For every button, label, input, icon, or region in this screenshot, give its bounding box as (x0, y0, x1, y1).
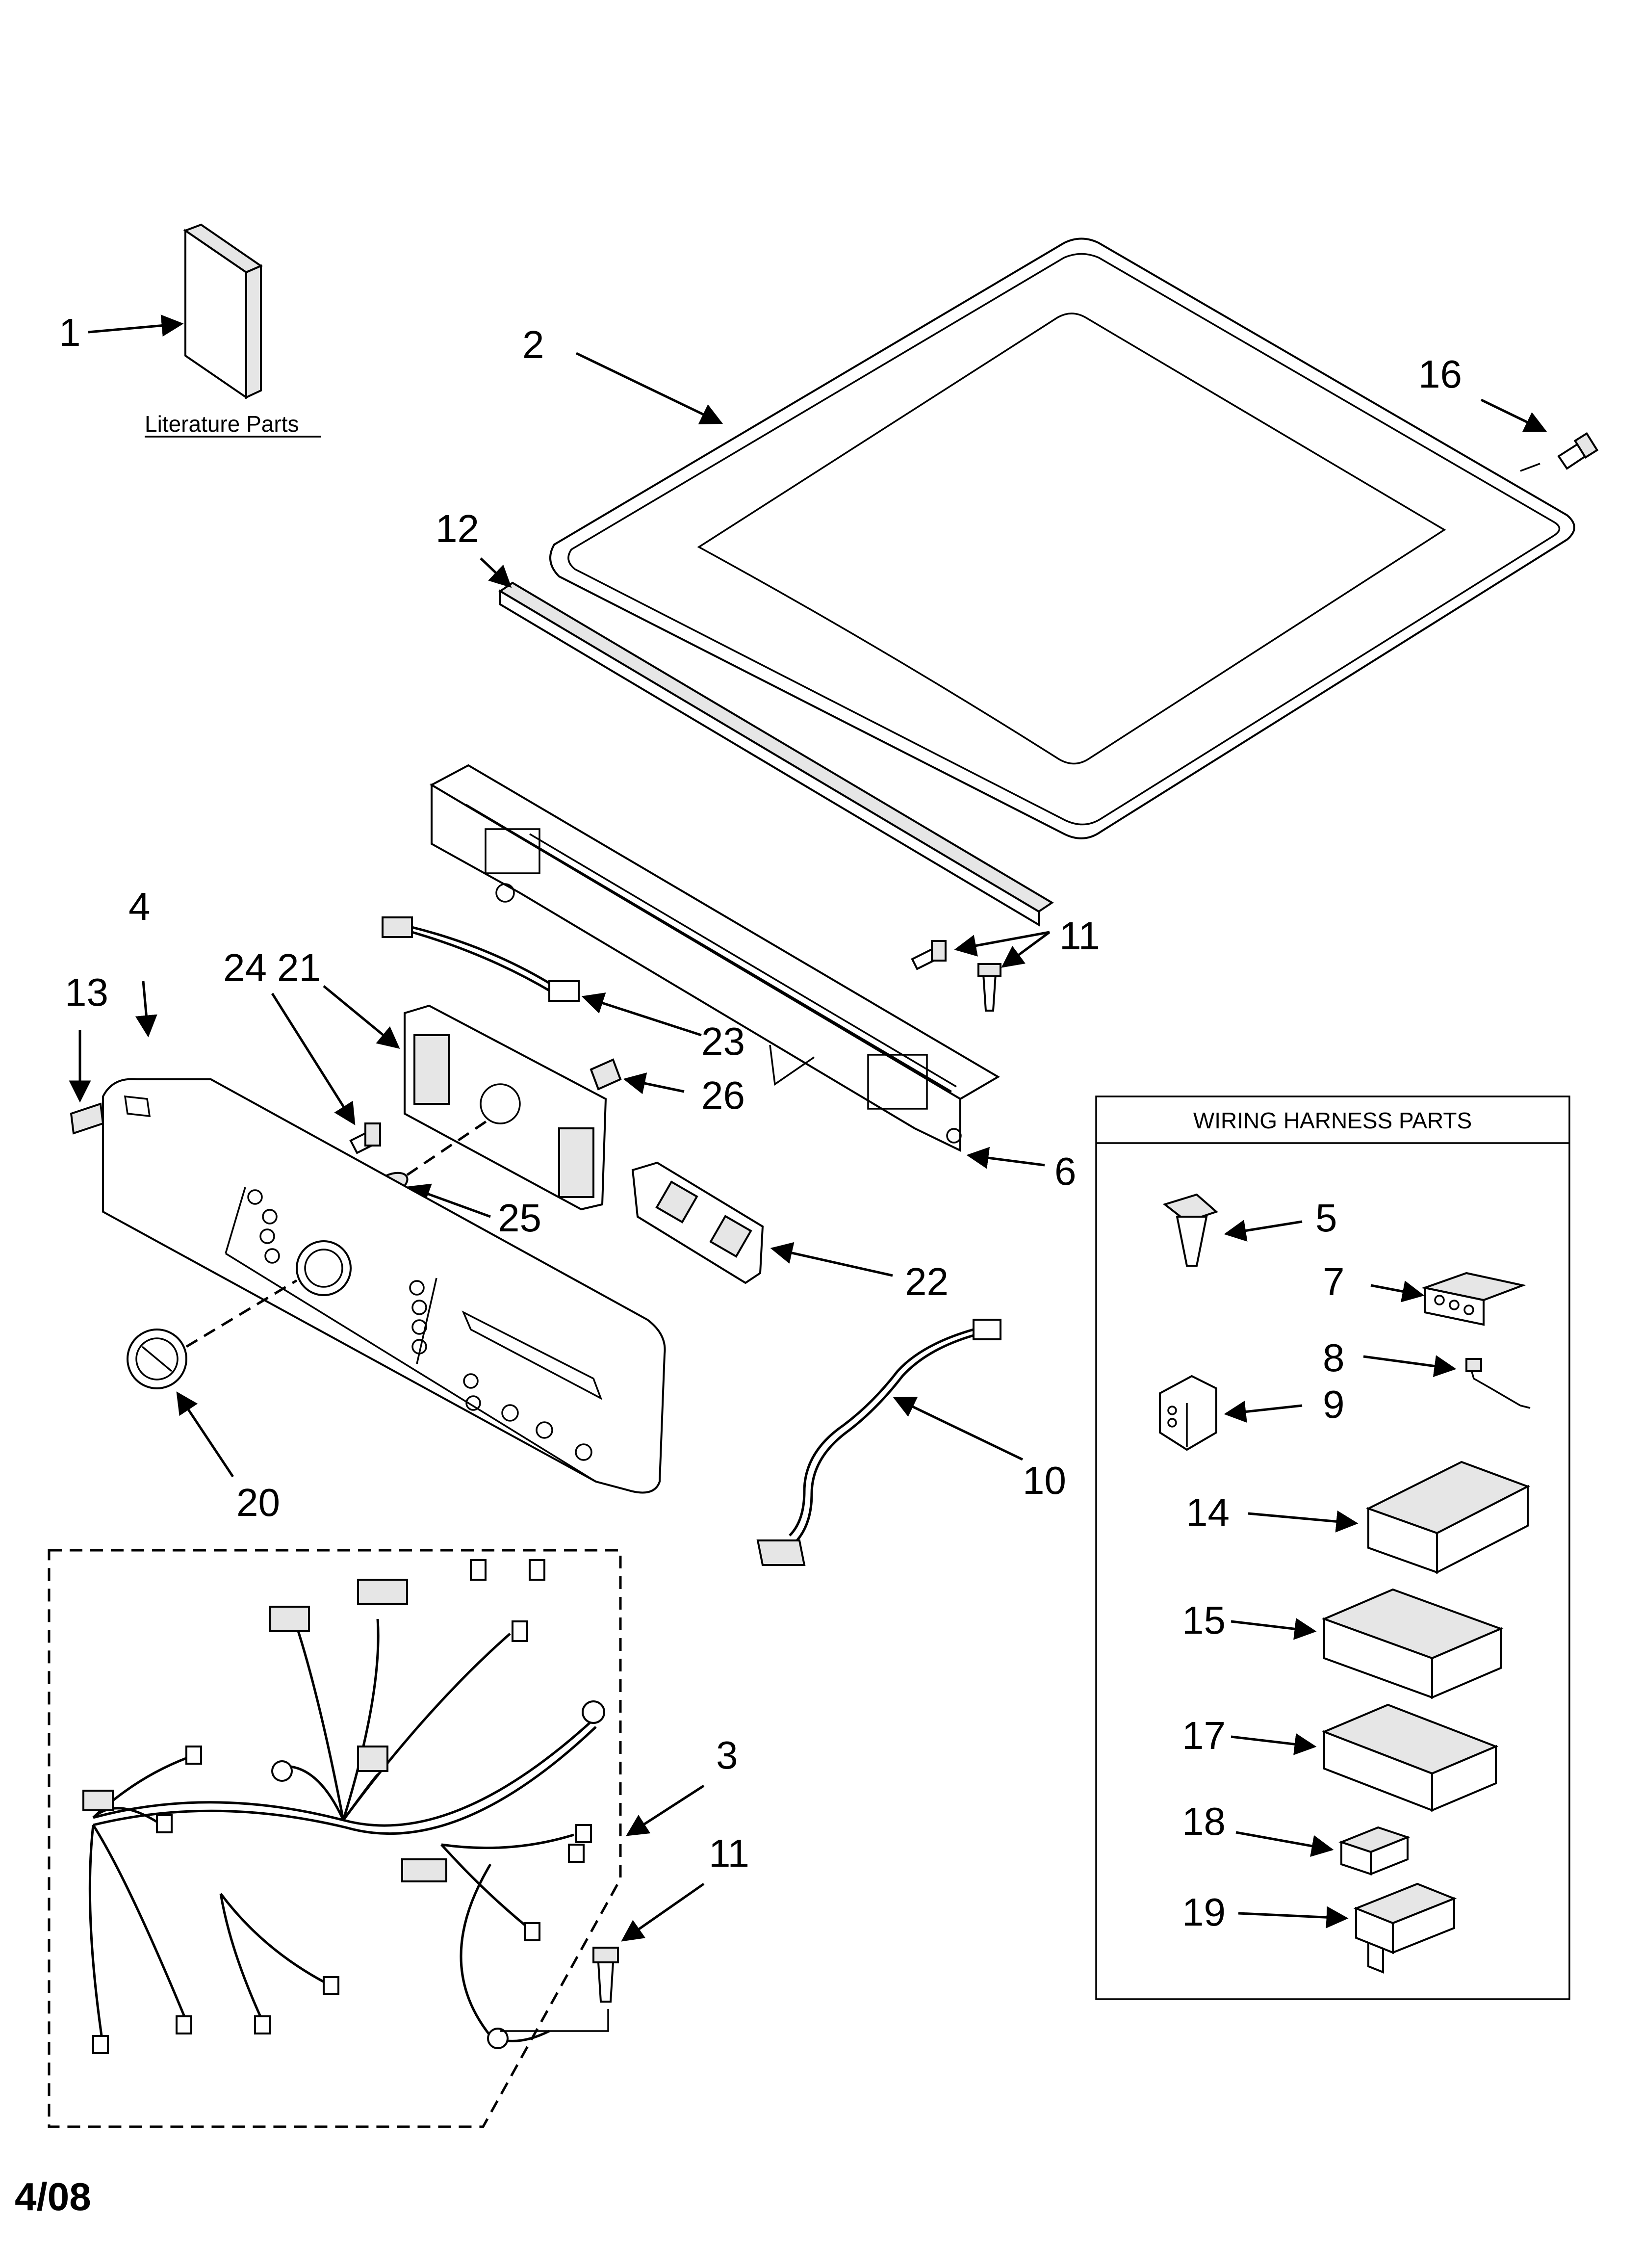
harness-icon (382, 916, 580, 1002)
leader-2 (575, 352, 723, 424)
leader-14 (1248, 1510, 1359, 1533)
main-wire-harness (48, 1549, 622, 2128)
callout-9: 9 (1323, 1382, 1345, 1426)
harness-dashed-boundary (48, 1549, 622, 2128)
leader-5 (1224, 1220, 1303, 1242)
callout-3: 3 (716, 1733, 738, 1777)
screw-icon (1557, 432, 1599, 470)
callout-6: 6 (1054, 1149, 1077, 1193)
callout-24: 24 (223, 946, 267, 990)
callout-23: 23 (701, 1019, 745, 1063)
callout-8: 8 (1323, 1336, 1345, 1380)
wiring-box-border (1095, 1095, 1570, 2000)
leader-6 (966, 1147, 1045, 1169)
control-panel-bracket (429, 764, 1000, 1152)
leader-20 (176, 1391, 234, 1478)
leader-23 (581, 992, 702, 1037)
leader-25-dash (406, 1117, 491, 1176)
leader-22 (770, 1242, 893, 1277)
leader-16 (1480, 398, 1547, 432)
literature-parts-label: Literature Parts (145, 411, 299, 437)
callout-5: 5 (1315, 1196, 1337, 1240)
leader-17 (1231, 1733, 1317, 1755)
leader-11a-2 (1001, 931, 1051, 968)
callout-18: 18 (1182, 1799, 1226, 1843)
callout-16: 16 (1418, 352, 1462, 396)
leader-18 (1235, 1831, 1334, 1857)
callout-20: 20 (236, 1481, 280, 1524)
leader-15 (1231, 1617, 1317, 1640)
callout-1: 1 (59, 311, 81, 354)
leader-7 (1370, 1280, 1425, 1303)
screw-icon (911, 940, 1001, 1012)
callout-17: 17 (1182, 1714, 1226, 1757)
leader-4 (135, 981, 157, 1038)
callout-13: 13 (65, 970, 108, 1014)
top-panel (549, 237, 1575, 839)
leader-11a-1 (954, 931, 1050, 957)
clip-icon (1162, 1193, 1218, 1267)
harness-icon (756, 1319, 1001, 1566)
console-panel (102, 1078, 666, 1494)
leader-10 (893, 1397, 1024, 1461)
screw-icon (349, 1122, 381, 1154)
knob-icon (127, 1329, 187, 1389)
connector-icon (1321, 1588, 1504, 1699)
leader-16-tick (1520, 463, 1540, 472)
callout-15: 15 (1182, 1598, 1226, 1642)
clip-icon (590, 1058, 622, 1091)
wiring-harness-parts-box: WIRING HARNESS PARTS 5 7 8 (1095, 1095, 1570, 2000)
leader-8 (1363, 1355, 1457, 1377)
leader-19 (1238, 1906, 1349, 1929)
leader-11b (621, 1882, 705, 1942)
terminal-icon (1465, 1358, 1531, 1409)
control-board (404, 1004, 607, 1211)
leader-20-dash (185, 1279, 298, 1348)
callout-10: 10 (1023, 1459, 1066, 1502)
callout-2: 2 (522, 323, 544, 366)
screw-icon (592, 1947, 619, 2003)
wiring-box-title: WIRING HARNESS PARTS (1193, 1108, 1472, 1133)
leader-11b-tick (500, 2009, 609, 2032)
interface-board (631, 1161, 764, 1284)
leader-9 (1224, 1401, 1303, 1423)
callout-19: 19 (1182, 1890, 1226, 1934)
leader-12 (480, 557, 512, 588)
callout-21: 21 (277, 946, 321, 990)
leader-25 (407, 1183, 491, 1218)
literature-book-icon (183, 223, 263, 399)
badge-icon (70, 1102, 104, 1135)
callout-26: 26 (701, 1073, 745, 1117)
leader-21 (323, 985, 400, 1049)
leader-26 (623, 1072, 685, 1095)
connector-icon (1321, 1703, 1499, 1812)
callout-4: 4 (128, 885, 151, 928)
callout-22: 22 (905, 1260, 949, 1303)
footer-date: 4/08 (15, 2175, 91, 2218)
connector-icon (1421, 1272, 1527, 1326)
leader-3 (626, 1784, 705, 1836)
callout-25: 25 (498, 1196, 541, 1240)
callout-11a: 11 (1059, 914, 1100, 958)
leader-1 (88, 314, 184, 337)
connector-icon (1338, 1826, 1411, 1876)
callout-7: 7 (1323, 1260, 1345, 1303)
connector-icon (1365, 1460, 1530, 1574)
connector-icon (1159, 1375, 1217, 1451)
callout-14: 14 (1186, 1490, 1230, 1534)
leader-26-tick (769, 1044, 815, 1086)
connector-icon (1353, 1882, 1457, 1974)
callout-11b: 11 (709, 1831, 749, 1875)
leader-24 (271, 992, 356, 1125)
callout-12: 12 (436, 507, 479, 550)
